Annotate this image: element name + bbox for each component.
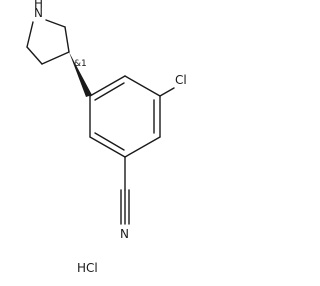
bond-ar-1-2-inner xyxy=(94,82,125,101)
nh-hydrogen-label: H xyxy=(34,0,43,11)
bond-c4-c5 xyxy=(26,46,43,65)
bond-c3-c4 xyxy=(41,51,70,65)
bond-ar-1-2 xyxy=(89,75,126,97)
nh-nitrogen-label: N xyxy=(34,6,43,20)
chlorine-label: Cl xyxy=(175,73,187,87)
wedge-bond xyxy=(69,52,92,97)
bond-ar-4-5 xyxy=(124,136,161,158)
salt-label: HCl xyxy=(77,261,98,275)
nitrile-nitrogen-label: N xyxy=(120,227,129,241)
bond-n-c2 xyxy=(45,19,66,28)
structure-canvas: N H &1 Cl N HCl xyxy=(26,0,187,275)
bond-c-cl xyxy=(159,87,175,97)
bond-ar-5-6 xyxy=(89,136,126,158)
stereo-label: &1 xyxy=(74,59,87,69)
bond-ar-2-3 xyxy=(124,75,161,97)
bond-c5-n xyxy=(26,21,34,48)
bond-ar-5-6-inner xyxy=(94,132,125,151)
chemical-structure-drawing: N H &1 Cl N HCl xyxy=(26,0,187,275)
bond-c2-c3 xyxy=(64,26,70,53)
